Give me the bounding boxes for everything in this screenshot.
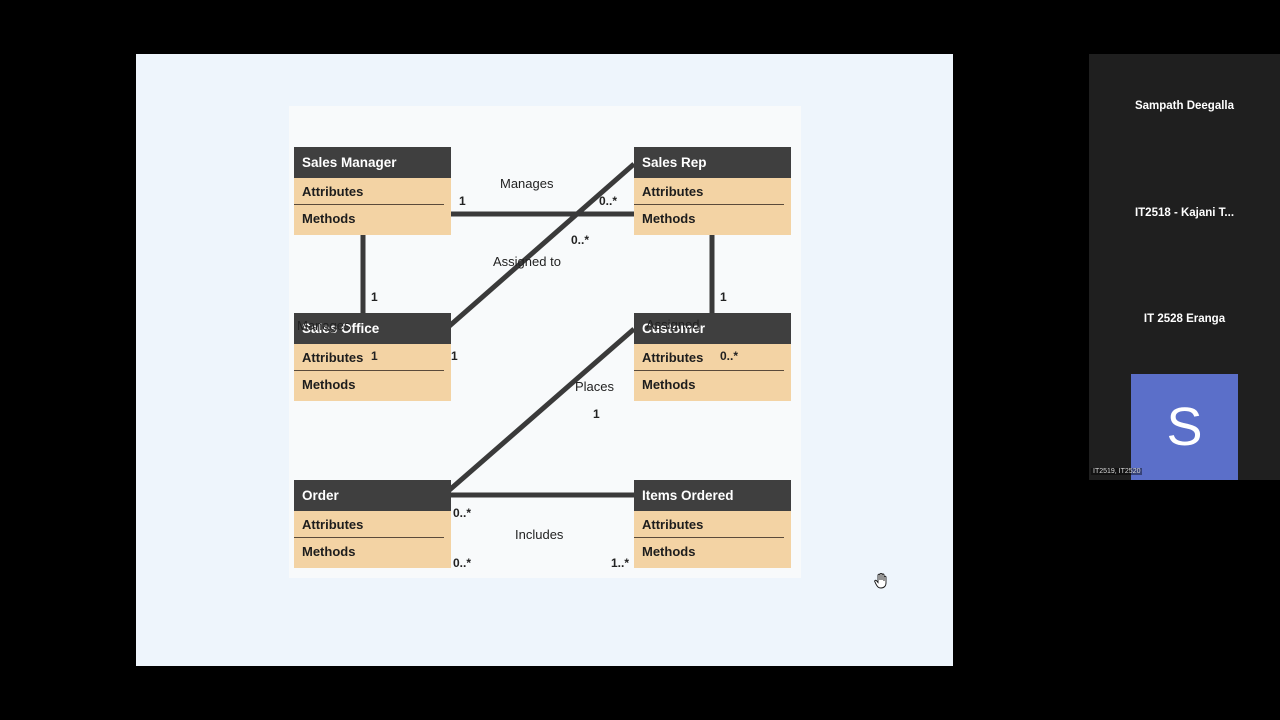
assoc-label-manages-top: Manages	[500, 176, 554, 191]
class-methods: Methods	[642, 544, 696, 559]
class-attributes: Attributes	[294, 344, 444, 371]
class-attributes: Attributes	[634, 344, 784, 371]
places-line	[444, 327, 636, 495]
participant-tag: IT2519, IT2520	[1091, 468, 1143, 475]
participant-avatar[interactable]: S	[1131, 374, 1238, 480]
participants-panel: Sampath Deegalla IT2518 - Kajani T... IT…	[1089, 54, 1280, 480]
class-methods: Methods	[642, 377, 696, 392]
assoc-label-includes: Includes	[515, 527, 564, 542]
class-methods: Methods	[302, 544, 356, 559]
class-name: Customer	[634, 313, 791, 344]
mult-includes-right: 1..*	[611, 556, 630, 570]
class-attributes: Attributes	[294, 178, 444, 205]
class-order: Order Attributes Methods	[294, 480, 451, 568]
mult-manages-left-top: 1	[371, 290, 378, 304]
mult-manages-top-right: 0..*	[599, 194, 618, 208]
participant-name[interactable]: Sampath Deegalla	[1134, 100, 1235, 112]
mult-manages-left-bottom: 1	[371, 349, 378, 363]
class-name: Order	[294, 480, 451, 511]
class-methods: Methods	[302, 377, 356, 392]
class-sales-rep: Sales Rep Attributes Methods	[634, 147, 791, 235]
class-items-ordered: Items Ordered Attributes Methods	[634, 480, 791, 568]
mult-places-bottom: 0..*	[453, 506, 472, 520]
mult-includes-left: 0..*	[453, 556, 472, 570]
mult-assigned-top: 1	[720, 290, 727, 304]
class-name: Sales Office	[294, 313, 451, 344]
assoc-label-assigned-to: Assigned to	[493, 254, 561, 269]
shared-slide: Sales Manager Attributes Methods Sales R…	[136, 54, 953, 666]
class-attributes: Attributes	[294, 511, 444, 538]
class-name: Sales Rep	[634, 147, 791, 178]
class-attributes: Attributes	[634, 511, 784, 538]
class-name: Sales Manager	[294, 147, 451, 178]
mult-assigned-to-top: 0..*	[571, 233, 590, 247]
class-methods: Methods	[302, 211, 356, 226]
class-methods: Methods	[642, 211, 696, 226]
assoc-label-places: Places	[575, 379, 615, 394]
assoc-label-manages-left: Manages	[297, 318, 351, 333]
class-attributes: Attributes	[634, 178, 784, 205]
uml-class-diagram: Sales Manager Attributes Methods Sales R…	[289, 106, 801, 578]
class-sales-office: Sales Office Attributes Methods	[294, 313, 451, 401]
assigned-to-line	[444, 162, 636, 331]
class-customer: Customer Attributes Methods	[634, 313, 791, 401]
mult-assigned-bottom: 0..*	[720, 349, 739, 363]
association-lines	[360, 162, 715, 498]
mult-manages-top-left: 1	[459, 194, 466, 208]
hand-cursor-icon	[874, 573, 887, 589]
mult-assigned-to-bottom: 1	[451, 349, 458, 363]
participant-name[interactable]: IT 2528 Eranga	[1143, 313, 1226, 325]
assoc-label-assigned: Assigned	[646, 317, 700, 332]
mult-places-top: 1	[593, 407, 600, 421]
class-name: Items Ordered	[634, 480, 791, 511]
participant-name[interactable]: IT2518 - Kajani T...	[1134, 207, 1235, 219]
class-sales-manager: Sales Manager Attributes Methods	[294, 147, 451, 235]
